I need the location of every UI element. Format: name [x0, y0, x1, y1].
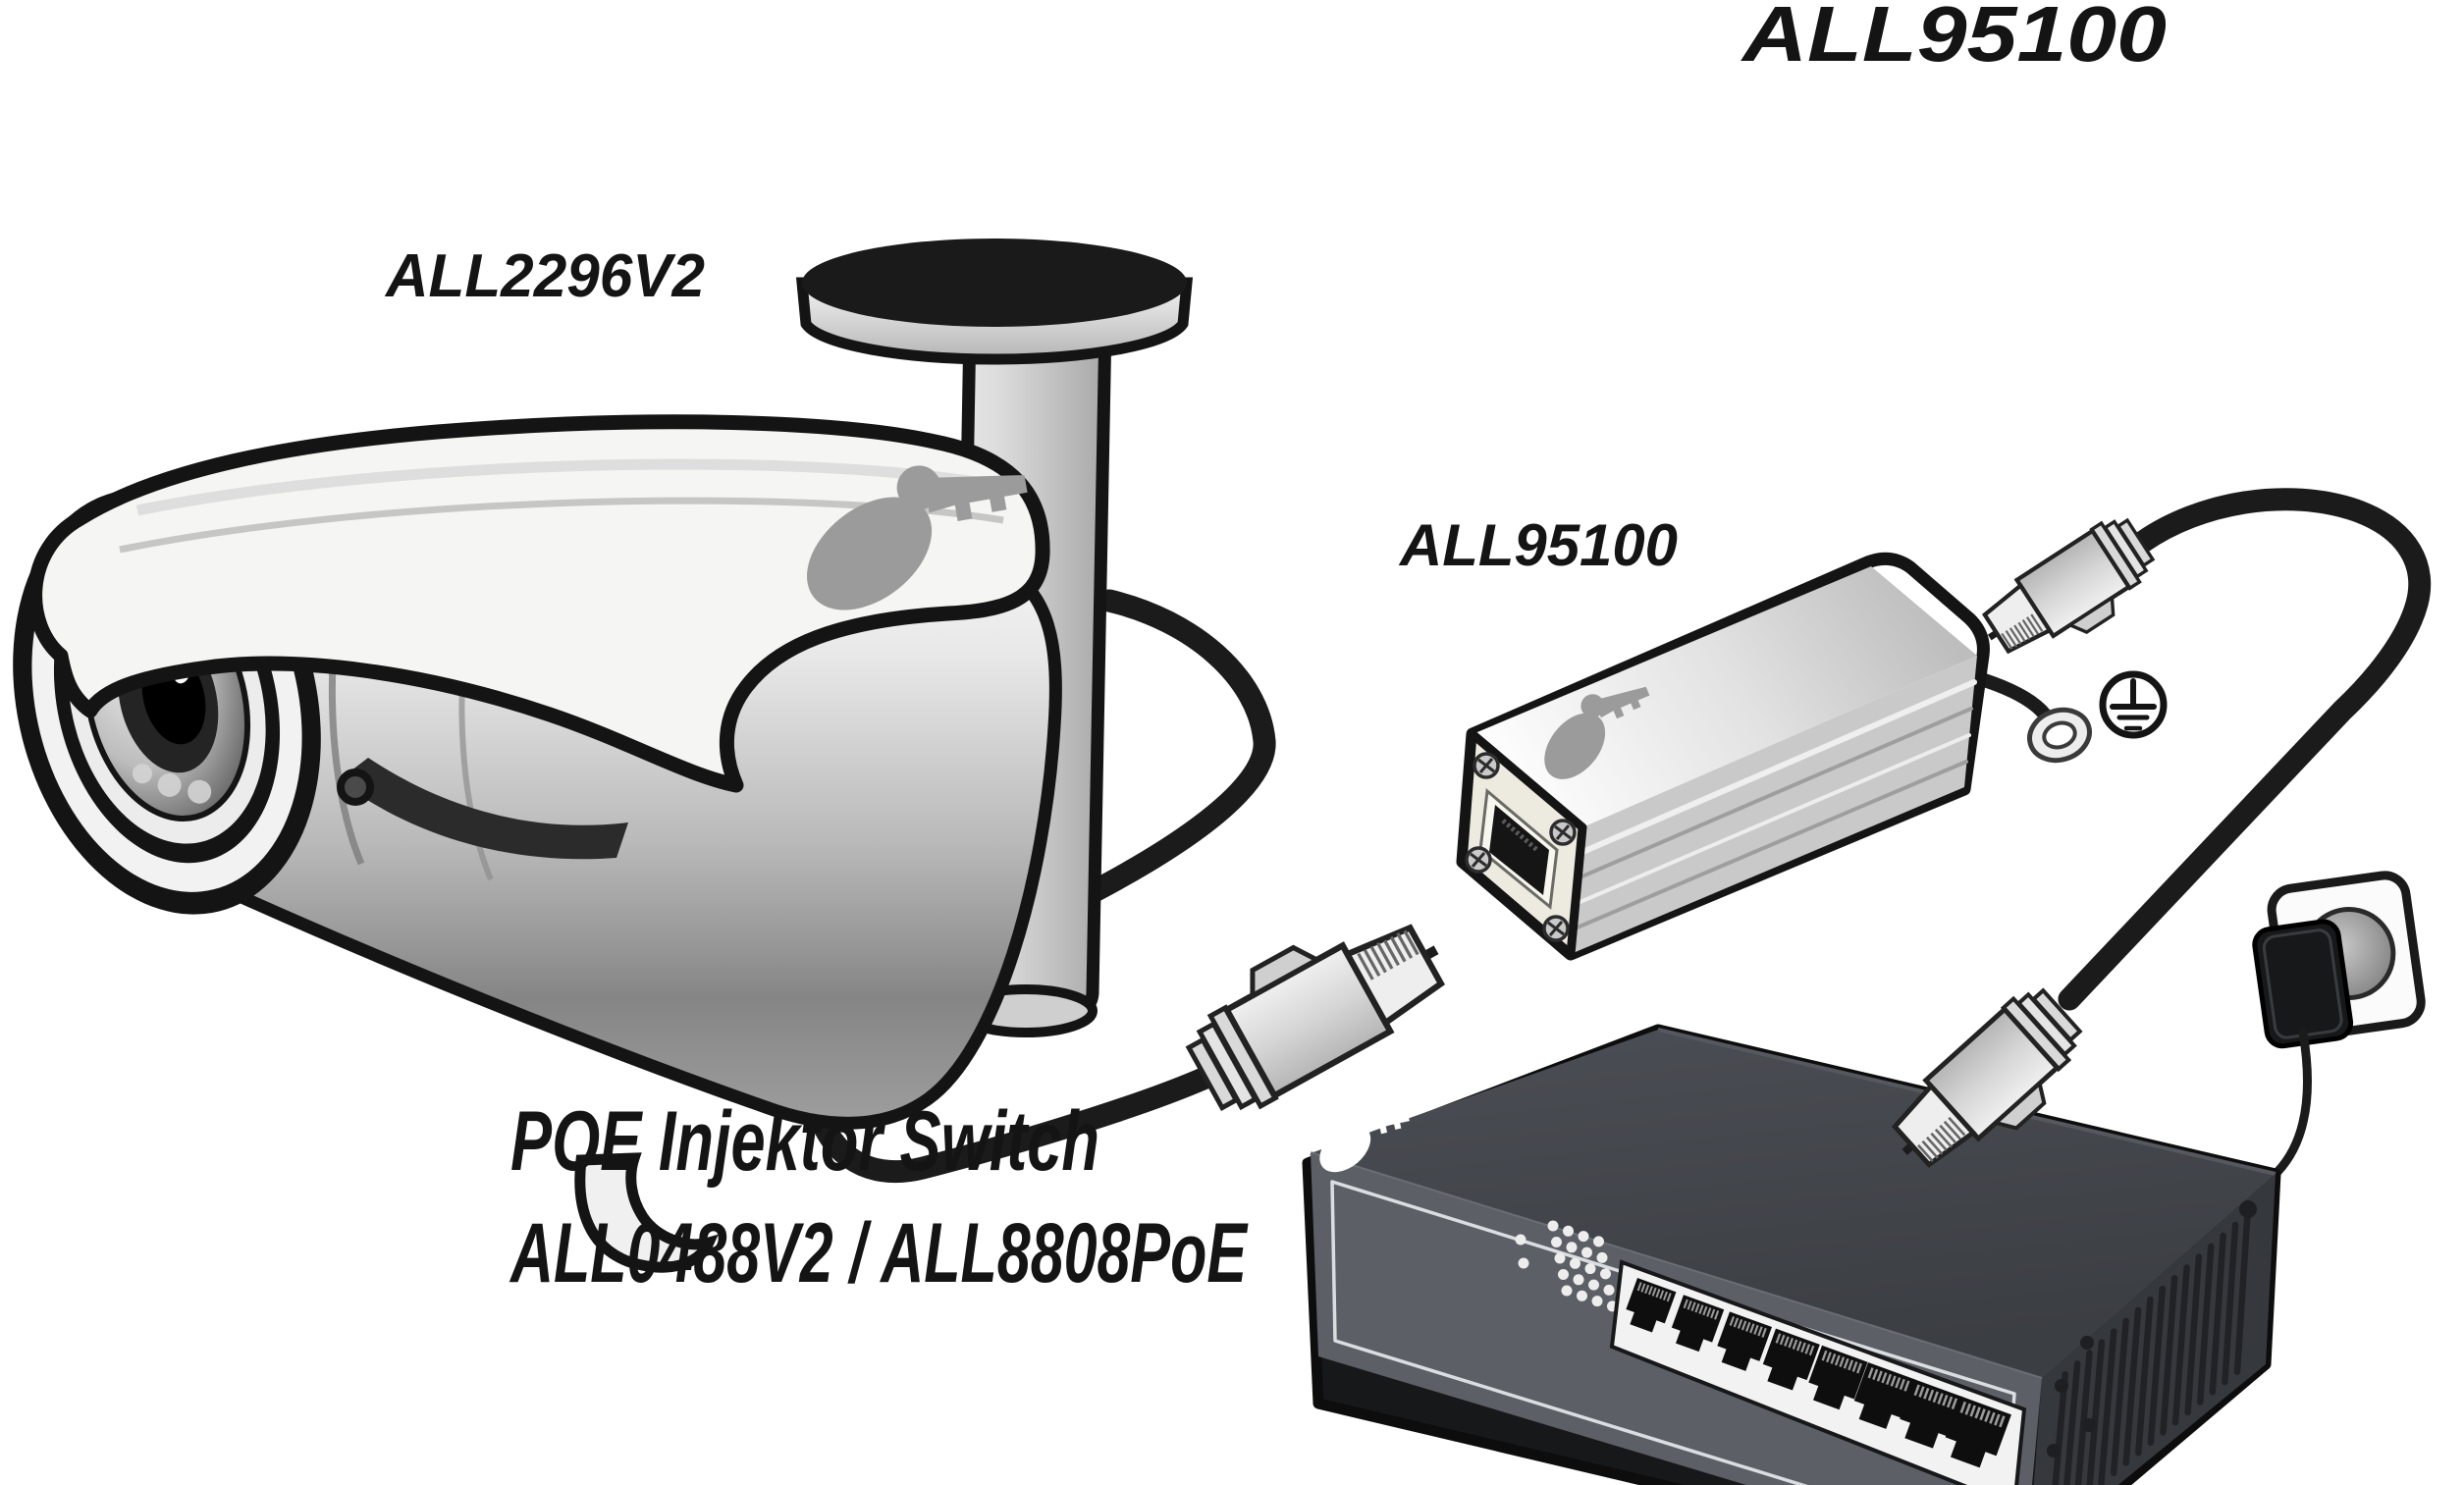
vent-dot	[1588, 1279, 1599, 1291]
earth-ground-icon	[2099, 670, 2168, 739]
vent-dot	[1603, 1284, 1615, 1296]
vent-slat	[2209, 1232, 2226, 1396]
switch-label-line2: ALL0488V2 / ALL8808PoE	[509, 1206, 1249, 1300]
rj45-plug-camera	[1171, 887, 1462, 1123]
rj45-plug-injector-side	[1970, 510, 2167, 678]
camera-label: ALL2296V2	[384, 242, 705, 310]
vent-dot	[1584, 1263, 1596, 1275]
vent-dot	[1578, 1231, 1589, 1243]
ethernet-cable-switch	[2058, 488, 2432, 1011]
vent-slat	[2184, 1253, 2203, 1416]
injector-illustration	[1456, 552, 2168, 961]
vent-dot	[1600, 1268, 1611, 1280]
vent-dot	[1570, 1257, 1580, 1269]
power-outlet-assembly	[2252, 871, 2426, 1049]
power-adapter-plug	[2252, 919, 2354, 1049]
injector-label: ALL95100	[1398, 512, 1678, 578]
vent-slat	[2122, 1306, 2142, 1466]
vent-dot	[1581, 1246, 1592, 1258]
vent-dot	[1591, 1296, 1603, 1307]
mount-cap-top	[802, 239, 1187, 327]
page-title: ALL95100	[1741, 0, 2167, 78]
vent-dot	[1563, 1225, 1574, 1237]
vent-slat	[2160, 1275, 2178, 1436]
vent-dot	[1561, 1285, 1573, 1297]
rj45-port	[1489, 805, 1549, 895]
switch-label-line1: POE Injektor Switch	[510, 1094, 1099, 1189]
vent-slat	[2171, 1264, 2190, 1426]
vent-slat	[2147, 1285, 2167, 1447]
vent-dot	[1558, 1269, 1569, 1280]
vent-slat	[2233, 1210, 2251, 1376]
power-cable	[2273, 1028, 2312, 1177]
vent-slat	[2135, 1296, 2154, 1457]
vent-slat	[2086, 1339, 2106, 1485]
vent-dot	[1593, 1236, 1604, 1247]
vent-slat	[2098, 1328, 2117, 1485]
vent-dot	[1554, 1252, 1566, 1264]
vent-dot	[1596, 1251, 1608, 1263]
vent-dot	[1547, 1220, 1559, 1232]
switch-status-dots	[1515, 1220, 1618, 1312]
camera-bracket	[337, 758, 719, 1273]
vent-slat	[2110, 1317, 2129, 1476]
vent-slat	[2063, 1359, 2081, 1485]
ground-ring-lug	[2027, 707, 2092, 764]
vent-dot	[1566, 1242, 1578, 1253]
camera-sun-hood	[27, 414, 1050, 793]
switch-top-face	[1311, 1030, 2276, 1379]
vent-slat	[2222, 1221, 2239, 1386]
switch-side-holes	[2047, 1200, 2257, 1458]
switch-illustration	[1302, 1024, 2281, 1485]
camera-illustration	[13, 239, 1276, 1273]
vent-dot	[1573, 1274, 1584, 1286]
vent-dot	[1551, 1237, 1562, 1247]
vent-dot	[1577, 1290, 1587, 1301]
vent-dot	[1515, 1234, 1527, 1246]
vent-dot	[1518, 1257, 1529, 1269]
vent-slat	[2196, 1243, 2215, 1405]
